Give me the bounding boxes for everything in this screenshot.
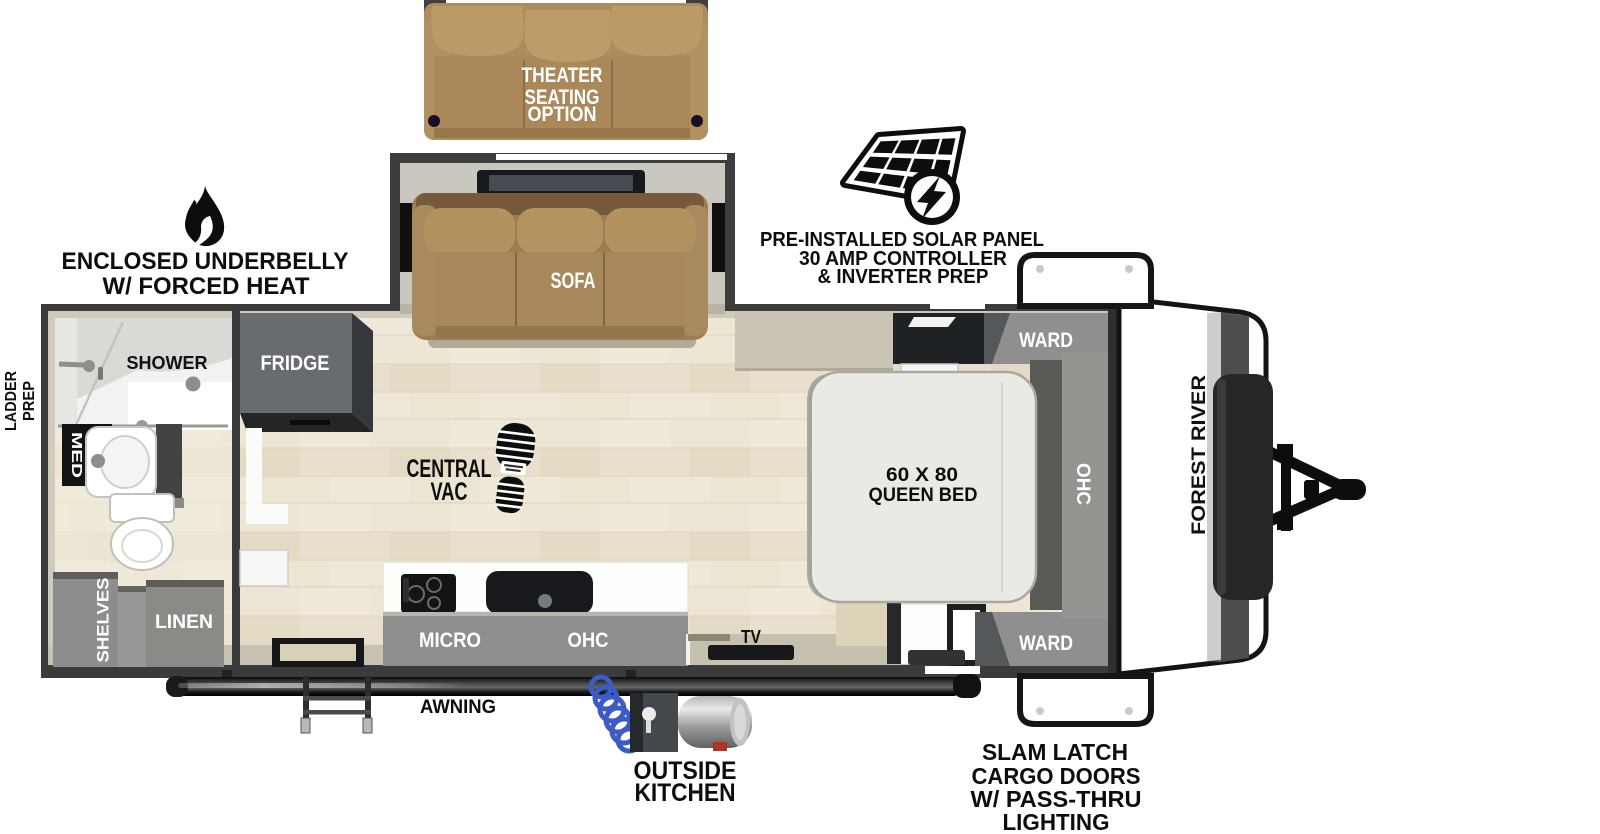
svg-text:CARGO DOORS: CARGO DOORS — [972, 763, 1141, 789]
svg-text:LINEN: LINEN — [155, 612, 213, 633]
svg-text:PRE-INSTALLED SOLAR PANEL: PRE-INSTALLED SOLAR PANEL — [760, 229, 1044, 251]
svg-text:SOFA: SOFA — [551, 268, 596, 293]
svg-text:QUEEN BED: QUEEN BED — [869, 484, 978, 506]
svg-text:PREP: PREP — [21, 381, 38, 421]
svg-text:KITCHEN: KITCHEN — [635, 779, 736, 807]
svg-text:CENTRAL: CENTRAL — [407, 455, 492, 483]
svg-text:THEATER: THEATER — [522, 64, 603, 87]
svg-text:SLAM LATCH: SLAM LATCH — [982, 739, 1128, 765]
svg-text:OUTSIDE: OUTSIDE — [634, 757, 737, 785]
svg-text:OPTION: OPTION — [528, 103, 597, 126]
svg-text:& INVERTER PREP: & INVERTER PREP — [818, 266, 989, 288]
svg-text:TV: TV — [741, 627, 761, 647]
svg-text:FOREST RIVER: FOREST RIVER — [1189, 375, 1210, 535]
svg-text:60 X 80: 60 X 80 — [886, 464, 958, 486]
svg-text:LIGHTING: LIGHTING — [1003, 809, 1110, 834]
svg-text:OHC: OHC — [568, 629, 609, 652]
svg-text:WARD: WARD — [1019, 329, 1073, 352]
svg-text:W/ FORCED HEAT: W/ FORCED HEAT — [103, 273, 310, 300]
svg-text:WARD: WARD — [1019, 632, 1073, 655]
svg-text:OHC: OHC — [1072, 463, 1093, 505]
svg-text:W/ PASS-THRU: W/ PASS-THRU — [971, 786, 1142, 812]
svg-text:30 AMP CONTROLLER: 30 AMP CONTROLLER — [799, 248, 1008, 270]
svg-text:SEATING: SEATING — [525, 86, 600, 109]
svg-text:AWNING: AWNING — [420, 697, 496, 718]
svg-text:ENCLOSED UNDERBELLY: ENCLOSED UNDERBELLY — [62, 248, 349, 275]
svg-text:SHELVES: SHELVES — [94, 578, 112, 663]
svg-text:FRIDGE: FRIDGE — [261, 352, 330, 375]
svg-text:VAC: VAC — [431, 478, 468, 506]
svg-text:MICRO: MICRO — [419, 629, 481, 652]
svg-text:LADDER: LADDER — [3, 371, 20, 431]
svg-text:MED: MED — [68, 432, 85, 478]
svg-text:SHOWER: SHOWER — [127, 353, 208, 373]
